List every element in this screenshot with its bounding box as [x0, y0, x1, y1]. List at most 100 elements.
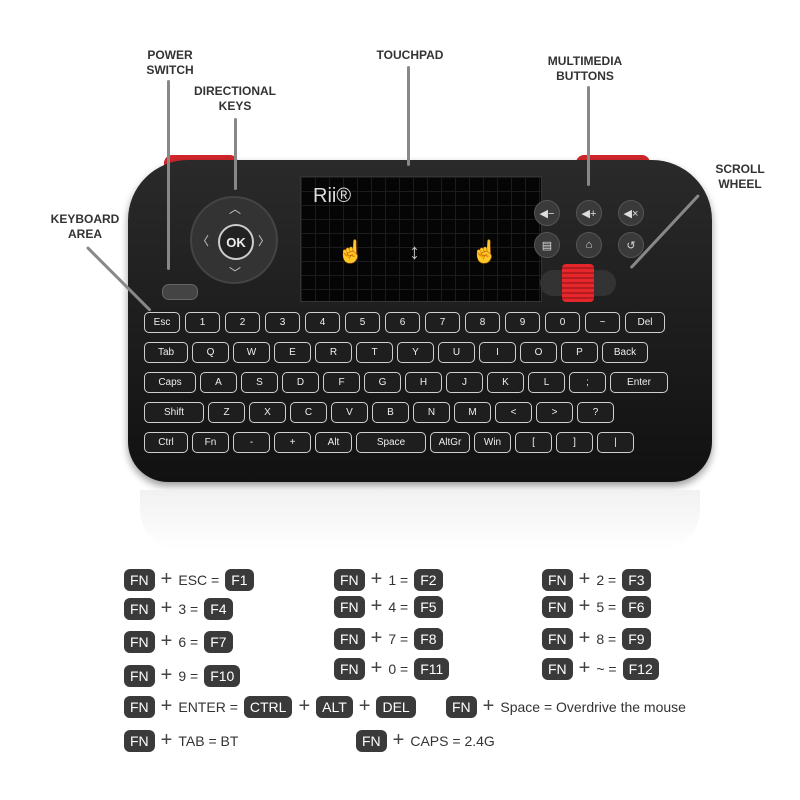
key-symbol[interactable]: < [495, 402, 532, 423]
key-fn[interactable]: Fn [192, 432, 229, 453]
key-2[interactable]: 2 [225, 312, 260, 333]
key-5[interactable]: 5 [345, 312, 380, 333]
key-badge: F6 [622, 595, 651, 618]
key-win[interactable]: Win [474, 432, 511, 453]
key-caps[interactable]: Caps [144, 372, 196, 393]
key-b[interactable]: B [372, 402, 409, 423]
key-v[interactable]: V [331, 402, 368, 423]
up-arrow-icon[interactable]: ︿ [229, 202, 242, 216]
key-badge: FN [542, 627, 573, 650]
key-symbol[interactable]: ] [556, 432, 593, 453]
volume-up-button[interactable]: ◀+ [576, 200, 602, 226]
shortcut-text: ESC = [178, 571, 220, 588]
key-3[interactable]: 3 [265, 312, 300, 333]
key-badge: CTRL [243, 695, 293, 718]
home-button[interactable]: ⌂ [576, 232, 602, 258]
key-6[interactable]: 6 [385, 312, 420, 333]
key-l[interactable]: L [528, 372, 565, 393]
key-p[interactable]: P [561, 342, 598, 363]
scroll-wheel-roller[interactable] [562, 264, 594, 302]
volume-down-button[interactable]: ◀− [534, 200, 560, 226]
key-shift[interactable]: Shift [144, 402, 204, 423]
left-arrow-icon[interactable]: 〈 [197, 234, 210, 248]
key-9[interactable]: 9 [505, 312, 540, 333]
key-1[interactable]: 1 [185, 312, 220, 333]
key-ctrl[interactable]: Ctrl [144, 432, 188, 453]
key-g[interactable]: G [364, 372, 401, 393]
ok-button[interactable]: OK [218, 224, 254, 260]
key-k[interactable]: K [487, 372, 524, 393]
key-del[interactable]: Del [625, 312, 665, 333]
key-s[interactable]: S [241, 372, 278, 393]
fn-shortcut: FN+9 =F10 [124, 664, 241, 687]
fn-shortcut: FN+ENTER =CTRL+ALT+DEL [124, 695, 416, 718]
key-f[interactable]: F [323, 372, 360, 393]
key-j[interactable]: J [446, 372, 483, 393]
key-q[interactable]: Q [192, 342, 229, 363]
key-badge: ALT [316, 695, 353, 718]
key-4[interactable]: 4 [305, 312, 340, 333]
down-arrow-icon[interactable]: ﹀ [229, 266, 242, 280]
menu-button[interactable]: ▤ [534, 232, 560, 258]
key-badge: F10 [204, 664, 241, 687]
key-8[interactable]: 8 [465, 312, 500, 333]
key-badge: F3 [622, 568, 651, 591]
key-altgr[interactable]: AltGr [430, 432, 470, 453]
plus-sign: + [370, 568, 383, 590]
key-symbol[interactable]: + [274, 432, 311, 453]
key-esc[interactable]: Esc [144, 312, 180, 333]
key-7[interactable]: 7 [425, 312, 460, 333]
key-symbol[interactable]: > [536, 402, 573, 423]
fn-shortcut: FN+TAB = BT [124, 729, 238, 752]
power-switch[interactable] [162, 284, 198, 300]
mute-button[interactable]: ◀× [618, 200, 644, 226]
fn-shortcut: FN+Space = Overdrive the mouse [446, 695, 686, 718]
key-x[interactable]: X [249, 402, 286, 423]
key-symbol[interactable]: ~ [585, 312, 620, 333]
key-symbol[interactable]: ; [569, 372, 606, 393]
shortcut-text: CAPS = 2.4G [410, 732, 495, 749]
key-a[interactable]: A [200, 372, 237, 393]
key-z[interactable]: Z [208, 402, 245, 423]
touchpad[interactable]: Rii® ☝ ↕ ☝ [300, 176, 542, 302]
key-d[interactable]: D [282, 372, 319, 393]
key-o[interactable]: O [520, 342, 557, 363]
key-badge: FN [124, 664, 155, 687]
key-i[interactable]: I [479, 342, 516, 363]
key-badge: FN [446, 695, 477, 718]
key-0[interactable]: 0 [545, 312, 580, 333]
key-u[interactable]: U [438, 342, 475, 363]
key-r[interactable]: R [315, 342, 352, 363]
key-symbol[interactable]: [ [515, 432, 552, 453]
key-alt[interactable]: Alt [315, 432, 352, 453]
key-c[interactable]: C [290, 402, 327, 423]
key-back[interactable]: Back [602, 342, 648, 363]
key-m[interactable]: M [454, 402, 491, 423]
key-n[interactable]: N [413, 402, 450, 423]
key-enter[interactable]: Enter [610, 372, 668, 393]
shortcut-text: Space = Overdrive the mouse [500, 698, 686, 715]
key-e[interactable]: E [274, 342, 311, 363]
key-symbol[interactable]: - [233, 432, 270, 453]
key-space[interactable]: Space [356, 432, 426, 453]
key-badge: FN [356, 729, 387, 752]
scroll-wheel[interactable] [540, 264, 616, 302]
directional-pad[interactable]: ︿ ﹀ 〈 〉 OK [190, 196, 278, 284]
key-y[interactable]: Y [397, 342, 434, 363]
back-button[interactable]: ↺ [618, 232, 644, 258]
fn-shortcut: FN+CAPS = 2.4G [356, 729, 495, 752]
key-symbol[interactable]: ? [577, 402, 614, 423]
key-badge: F1 [225, 568, 254, 591]
key-symbol[interactable]: | [597, 432, 634, 453]
key-t[interactable]: T [356, 342, 393, 363]
key-h[interactable]: H [405, 372, 442, 393]
plus-sign: + [160, 664, 173, 686]
key-tab[interactable]: Tab [144, 342, 188, 363]
key-w[interactable]: W [233, 342, 270, 363]
plus-sign: + [160, 597, 173, 619]
key-badge: FN [542, 657, 573, 680]
right-arrow-icon[interactable]: 〉 [258, 234, 271, 248]
plus-sign: + [160, 568, 173, 590]
